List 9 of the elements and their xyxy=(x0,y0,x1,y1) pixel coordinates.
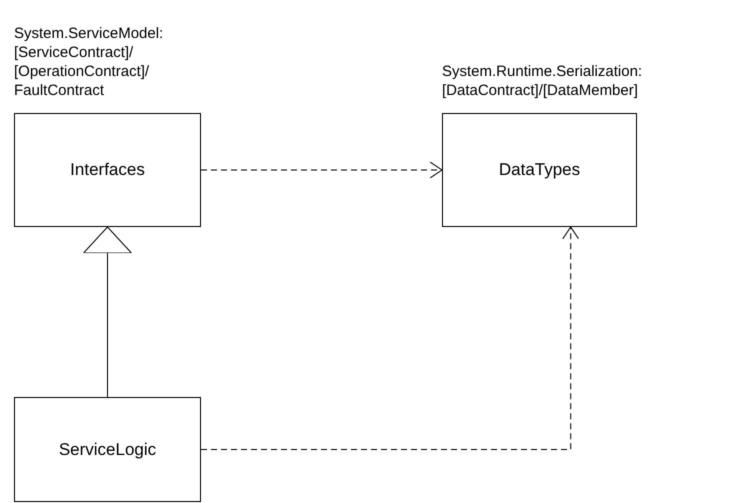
dependency-arrow xyxy=(200,226,580,450)
class-name: Interfaces xyxy=(70,160,145,180)
inheritance-arrow xyxy=(83,226,132,398)
dependency-arrow xyxy=(200,162,442,178)
class-name: DataTypes xyxy=(498,160,580,180)
class-box xyxy=(14,397,201,502)
class-name: ServiceLogic xyxy=(58,440,156,460)
namespace-label: System.Runtime.Serialization: [DataContract]/[DataMember] xyxy=(442,62,642,100)
namespace-label: System.ServiceModel: [ServiceContract]/ [OperationContract]/ FaultContract xyxy=(14,24,164,100)
